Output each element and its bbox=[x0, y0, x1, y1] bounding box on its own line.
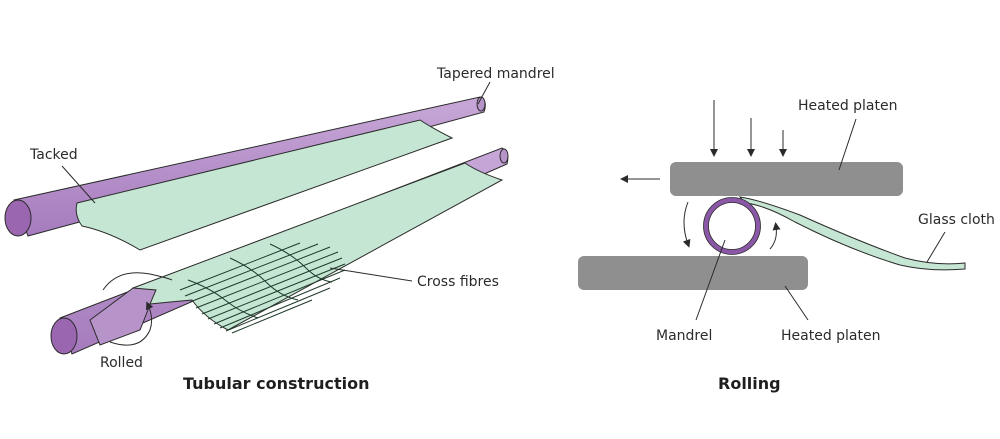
tubular-construction-panel: Tapered mandrel Tacked Cross fibres Roll… bbox=[4, 66, 555, 393]
upper-mandrel-end-right bbox=[476, 96, 486, 112]
rotation-arrow-left bbox=[682, 201, 691, 248]
tacked-leader bbox=[61, 165, 96, 204]
lower-mandrel-end-left bbox=[50, 317, 78, 355]
rolled-label: Rolled bbox=[100, 355, 143, 371]
top-heated-platen-label: Heated platen bbox=[798, 98, 898, 114]
tubular-construction-title: Tubular construction bbox=[183, 374, 369, 393]
glass-cloth-strip bbox=[738, 196, 966, 271]
mandrel-leader bbox=[695, 239, 726, 321]
bottom-heated-platen-label: Heated platen bbox=[781, 328, 881, 344]
lower-mandrel-end-right bbox=[499, 148, 509, 164]
bottom-heated-platen bbox=[578, 256, 808, 290]
cross-fibres-leader bbox=[329, 267, 413, 282]
tacked-cloth-sheet bbox=[75, 119, 454, 251]
rolling-panel: Heated platen Glass cloth Mandrel Heated… bbox=[578, 98, 995, 393]
mandrel-label: Mandrel bbox=[656, 328, 712, 344]
upper-mandrel-end-left bbox=[4, 199, 32, 237]
bottom-platen-leader bbox=[784, 285, 809, 321]
rolled-arc-arrow bbox=[102, 272, 173, 291]
rolled-curl-arrow bbox=[109, 301, 154, 346]
rolling-mandrel-ring bbox=[703, 197, 761, 255]
rolling-mandrel-ring-outline-outer bbox=[703, 197, 761, 255]
tapered-mandrel-label: Tapered mandrel bbox=[436, 66, 555, 82]
rotation-arrow-right bbox=[769, 222, 781, 250]
top-heated-platen bbox=[670, 162, 903, 196]
cross-fibres-label: Cross fibres bbox=[417, 274, 499, 290]
top-platen-leader bbox=[838, 118, 857, 171]
tapered-mandrel-leader bbox=[477, 81, 491, 105]
glass-cloth-leader bbox=[926, 231, 946, 263]
glass-cloth-label: Glass cloth bbox=[918, 212, 995, 228]
tacked-label: Tacked bbox=[29, 147, 78, 163]
cross-fibres-grid bbox=[179, 242, 346, 334]
rolling-title: Rolling bbox=[718, 374, 781, 393]
rolling-mandrel-ring-outline-inner bbox=[708, 202, 756, 250]
